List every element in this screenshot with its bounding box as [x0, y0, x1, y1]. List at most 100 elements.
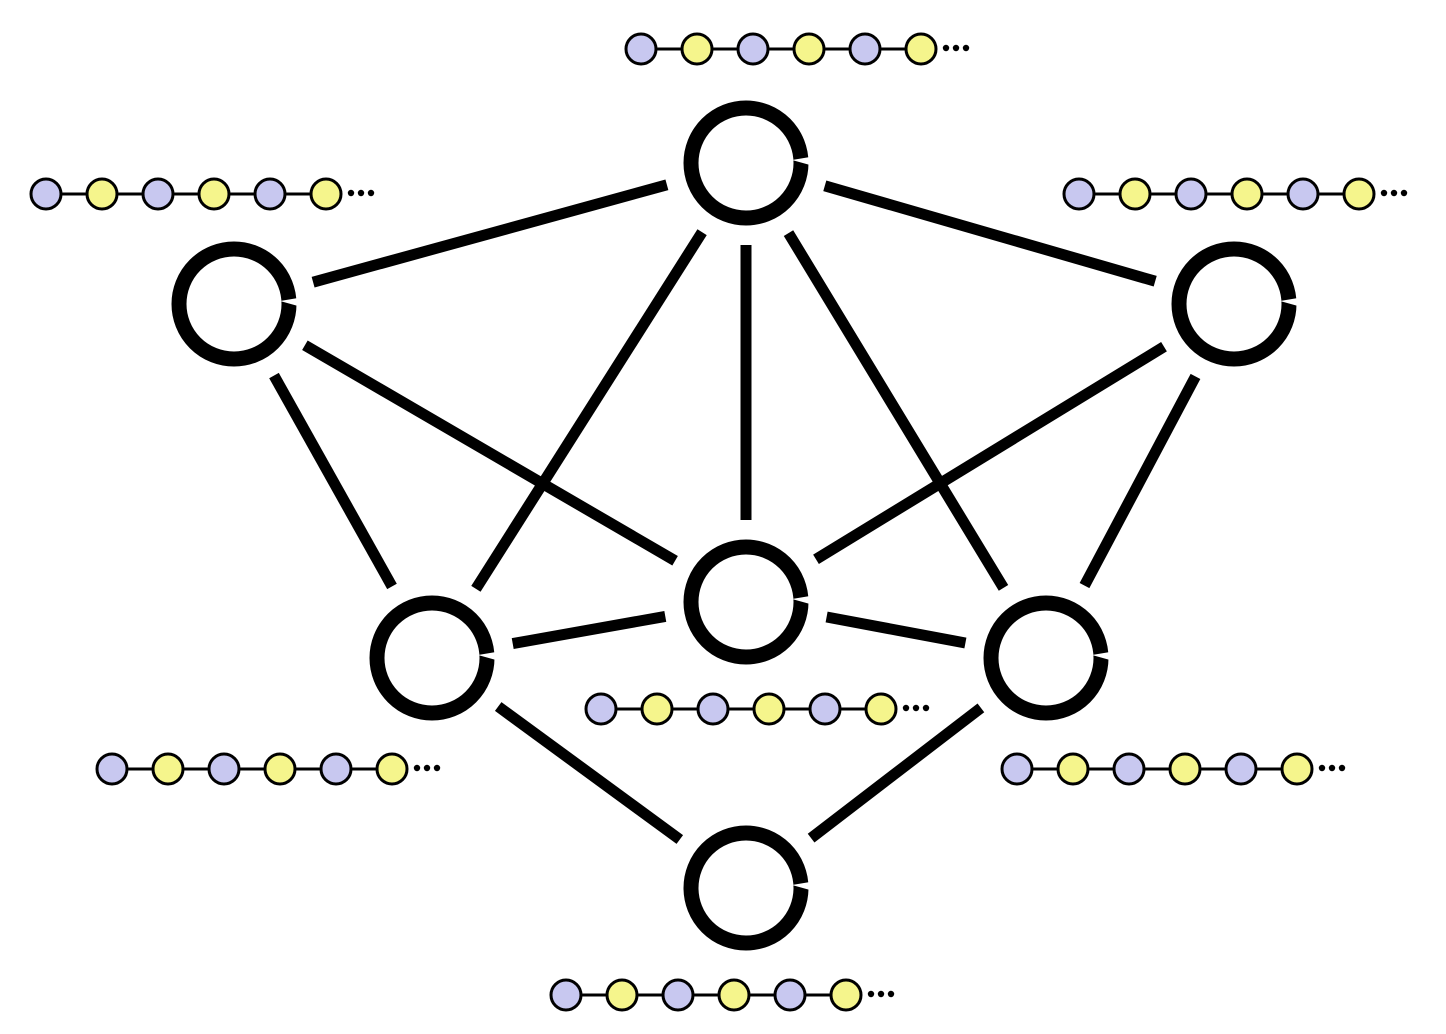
bead-chain-upper-right	[1062, 177, 1408, 211]
bead-lavender	[95, 752, 129, 786]
node-ring-middle-right	[983, 595, 1109, 721]
edges-layer	[269, 179, 1201, 844]
edge-top-to-middle-left	[471, 229, 707, 592]
edge-middle-left-to-center	[511, 610, 667, 650]
ellipsis-dot	[1380, 189, 1388, 197]
ellipsis-dot	[922, 704, 930, 712]
bead-lavender	[1112, 752, 1146, 786]
bead-yellow	[605, 978, 639, 1012]
ellipsis-dot	[433, 764, 441, 772]
ellipsis-dot	[1390, 189, 1398, 197]
bead-chain-bottom	[549, 978, 895, 1012]
ellipsis-dot	[952, 44, 960, 52]
ellipsis-dot	[962, 44, 970, 52]
bead-lavender	[1174, 177, 1208, 211]
bead-yellow	[1230, 177, 1264, 211]
bead-lavender	[253, 177, 287, 211]
ellipsis-dot	[877, 990, 885, 998]
node-notch-bottom	[792, 882, 810, 890]
bead-chain-top	[624, 32, 970, 66]
bead-lavender	[207, 752, 241, 786]
edge-middle-left-to-bottom	[494, 702, 684, 844]
ellipsis-dot	[1328, 764, 1336, 772]
ellipsis-dot	[413, 764, 421, 772]
bead-chain-upper-left	[29, 177, 375, 211]
ellipsis-dot	[347, 189, 355, 197]
bead-yellow	[864, 692, 898, 726]
ellipsis-dot	[912, 704, 920, 712]
bead-lavender	[808, 692, 842, 726]
ellipsis-dot	[367, 189, 375, 197]
node-ring-top	[683, 100, 809, 226]
nodes-layer	[171, 100, 1298, 951]
ellipsis-dot	[902, 704, 910, 712]
bead-lavender	[1062, 177, 1096, 211]
edge-middle-right-to-bottom	[807, 703, 985, 843]
edge-upper-right-to-middle-right	[1079, 373, 1201, 589]
bead-chain-center	[584, 692, 930, 726]
bead-yellow	[680, 32, 714, 66]
bead-yellow	[792, 32, 826, 66]
edge-center-to-middle-right	[825, 611, 967, 649]
ellipsis-dot	[423, 764, 431, 772]
bead-lavender	[319, 752, 353, 786]
bead-lavender	[848, 32, 882, 66]
bead-lavender	[1000, 752, 1034, 786]
node-ring-bottom	[683, 825, 809, 951]
bead-lavender	[549, 978, 583, 1012]
ellipsis-dot	[887, 990, 895, 998]
bead-yellow	[375, 752, 409, 786]
bead-lavender	[1224, 752, 1258, 786]
bead-yellow	[197, 177, 231, 211]
bead-lavender	[584, 692, 618, 726]
edge-top-to-upper-left	[311, 179, 669, 288]
bead-yellow	[309, 177, 343, 211]
node-ring-middle-left	[369, 595, 495, 721]
bead-yellow	[1056, 752, 1090, 786]
ellipsis-dot	[942, 44, 950, 52]
chains-layer	[29, 32, 1408, 1012]
node-ring-upper-left	[171, 241, 297, 367]
bead-lavender	[29, 177, 63, 211]
node-middle-left	[369, 595, 496, 721]
node-notch-middle-left	[478, 652, 496, 660]
bead-yellow	[717, 978, 751, 1012]
node-ring-upper-right	[1171, 241, 1297, 367]
edge-top-to-middle-right	[783, 230, 1009, 591]
bead-lavender	[696, 692, 730, 726]
node-middle-right	[983, 595, 1110, 721]
node-upper-left	[171, 241, 298, 367]
edge-top-to-upper-right	[823, 180, 1157, 287]
bead-chain-middle-right	[1000, 752, 1346, 786]
node-notch-upper-right	[1280, 298, 1298, 306]
bead-yellow	[151, 752, 185, 786]
bead-lavender	[773, 978, 807, 1012]
ellipsis-dot	[357, 189, 365, 197]
node-center	[683, 539, 810, 665]
bead-yellow	[263, 752, 297, 786]
ellipsis-dot	[1318, 764, 1326, 772]
node-ring-center	[683, 539, 809, 665]
node-top	[683, 100, 810, 226]
node-notch-middle-right	[1092, 652, 1110, 660]
bead-lavender	[661, 978, 695, 1012]
bead-yellow	[1118, 177, 1152, 211]
bead-lavender	[141, 177, 175, 211]
ellipsis-dot	[1338, 764, 1346, 772]
node-bottom	[683, 825, 810, 951]
edge-upper-left-to-center	[302, 340, 678, 566]
bead-yellow	[85, 177, 119, 211]
bead-yellow	[752, 692, 786, 726]
bead-lavender	[624, 32, 658, 66]
bead-chain-middle-left	[95, 752, 441, 786]
ellipsis-dot	[1400, 189, 1408, 197]
bead-yellow	[829, 978, 863, 1012]
bead-lavender	[736, 32, 770, 66]
bead-lavender	[1286, 177, 1320, 211]
node-upper-right	[1171, 241, 1298, 367]
ellipsis-dot	[867, 990, 875, 998]
bead-yellow	[1342, 177, 1376, 211]
bead-yellow	[640, 692, 674, 726]
edge-upper-left-to-middle-left	[269, 372, 397, 590]
